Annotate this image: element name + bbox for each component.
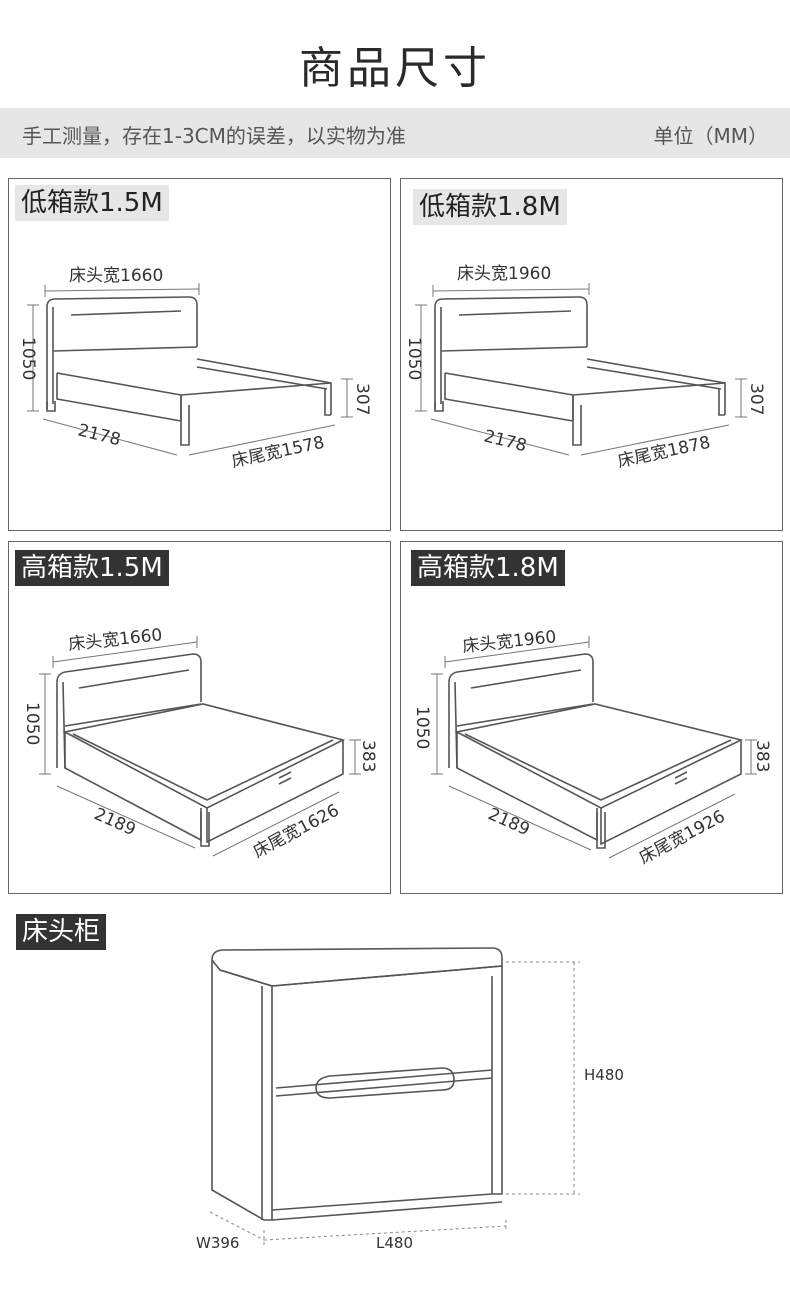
low-bed-diagram: 床头宽1660 1050 2178 床尾宽1578 307 — [18, 266, 372, 472]
foot-width-label: 床尾宽1578 — [230, 433, 326, 472]
measurement-note: 手工测量，存在1-3CM的误差，以实物为准 — [22, 124, 406, 148]
frame-height-label: 383 — [752, 740, 772, 772]
bed-model-tag: 高箱款1.8M — [411, 550, 565, 586]
frame-height-label: 383 — [358, 740, 378, 772]
bed-panel-high-1-8: 床头宽1960 1050 2189 床尾宽1926 383 高箱款1.8M — [400, 541, 783, 894]
unit-label: 单位（MM） — [653, 124, 768, 148]
bed-panel-low-1-5: 床头宽1660 1050 2178 床尾宽1578 307 低箱款1.5M — [8, 178, 391, 531]
note-bar: 手工测量，存在1-3CM的误差，以实物为准 单位（MM） — [0, 108, 790, 158]
bed-panel-low-1-8: 床头宽1960 1050 2178 床尾宽1878 307 低箱款1.8M — [400, 178, 783, 531]
bed-model-tag: 低箱款1.5M — [15, 185, 169, 221]
high-bed-diagram: 床头宽1960 1050 2189 床尾宽1926 383 — [412, 627, 772, 868]
head-width-label: 床头宽1960 — [461, 627, 557, 657]
bed-height-label: 1050 — [404, 337, 424, 380]
foot-width-label: 床尾宽1626 — [250, 801, 343, 863]
nightstand-height-label: H480 — [584, 1066, 624, 1084]
head-width-label: 床头宽1660 — [67, 625, 163, 655]
bed-length-label: 2189 — [91, 804, 139, 840]
bed-length-label: 2189 — [485, 804, 533, 840]
bed-model-tag: 高箱款1.5M — [15, 550, 169, 586]
bed-length-label: 2178 — [76, 420, 123, 450]
bed-height-label: 1050 — [18, 337, 38, 380]
head-width-label: 床头宽1660 — [69, 266, 163, 286]
head-width-label: 床头宽1960 — [457, 264, 551, 284]
frame-height-label: 307 — [746, 383, 766, 415]
page-title: 商品尺寸 — [299, 43, 491, 94]
bed-model-tag: 低箱款1.8M — [413, 189, 567, 225]
frame-height-label: 307 — [352, 383, 372, 415]
nightstand-diagram: H480 W396 L480 — [196, 947, 624, 1252]
bed-length-label: 2178 — [482, 426, 529, 456]
bed-height-label: 1050 — [412, 706, 432, 749]
high-bed-diagram: 床头宽1660 1050 2189 床尾宽1626 383 — [22, 625, 378, 863]
nightstand-depth-label: W396 — [196, 1234, 239, 1252]
nightstand-tag: 床头柜 — [16, 914, 107, 950]
low-bed-diagram: 床头宽1960 1050 2178 床尾宽1878 307 — [404, 264, 766, 472]
nightstand-length-label: L480 — [376, 1234, 413, 1252]
bed-height-label: 1050 — [22, 702, 42, 745]
bed-panel-high-1-5: 床头宽1660 1050 2189 床尾宽1626 383 高箱款1.5M — [8, 541, 391, 894]
